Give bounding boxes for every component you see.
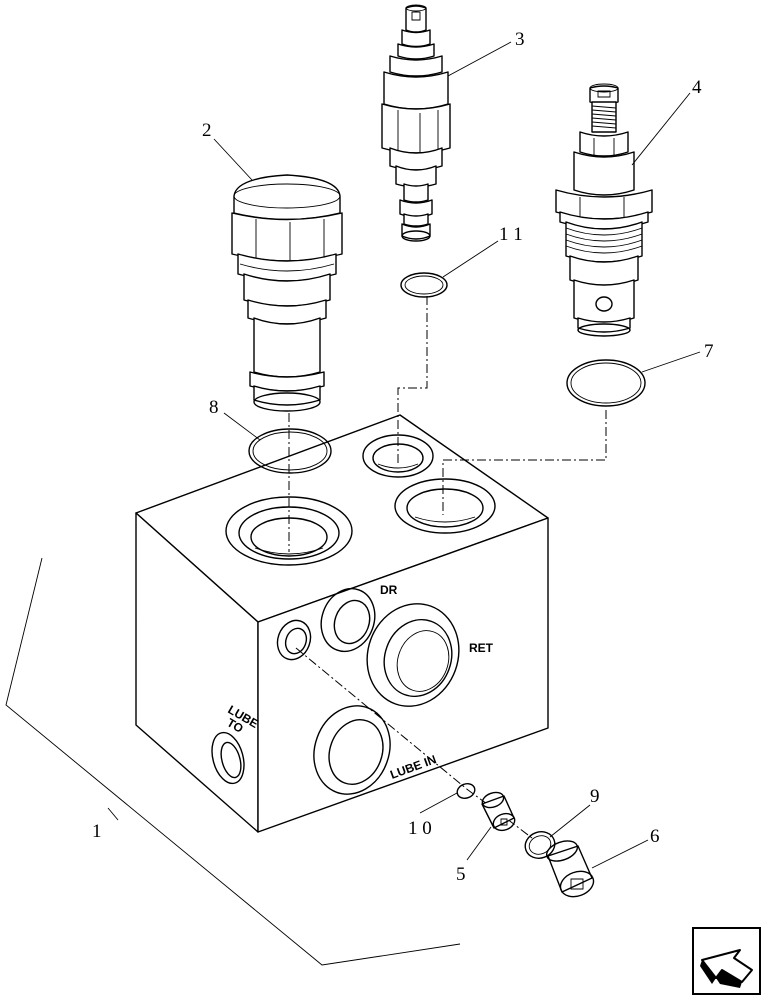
top-port-medium: [394, 478, 496, 534]
callout-4: 4: [692, 77, 702, 98]
assembly-bracket-line: [5, 557, 461, 966]
port-dr: [320, 587, 376, 653]
label-ret: RET: [469, 641, 494, 655]
previous-page-arrow-icon[interactable]: [692, 927, 761, 995]
manifold-block: [135, 414, 549, 833]
part-3-valve-cartridge: [381, 4, 451, 242]
callout-2: 2: [202, 120, 212, 141]
part-7-o-ring: [566, 359, 646, 407]
callout-8: 8: [209, 397, 219, 418]
port-small-left: [276, 619, 312, 661]
callout-6: 6: [650, 826, 660, 847]
port-ret: [366, 603, 460, 707]
callout-11: 1 1: [499, 224, 523, 245]
label-dr: DR: [380, 583, 398, 597]
part-5-plug: [481, 791, 516, 832]
callout-9: 9: [590, 786, 600, 807]
callout-3: 3: [515, 29, 525, 50]
part-9-o-ring: [524, 831, 556, 859]
callout-1: 1: [92, 821, 102, 842]
part-10-o-ring: [456, 783, 476, 799]
part-8-o-ring: [248, 428, 332, 474]
port-lube-in: [313, 705, 391, 795]
port-lube-to: [211, 731, 245, 785]
part-4-relief-valve-cartridge: [555, 83, 653, 337]
part-2-cartridge-plug: [231, 174, 343, 412]
part-11-o-ring: [400, 272, 448, 298]
leader-lines: [107, 41, 701, 869]
callout-10: 1 0: [408, 818, 432, 839]
part-6-plug: [545, 840, 595, 898]
callout-5: 5: [456, 864, 466, 885]
callout-7: 7: [704, 341, 714, 362]
